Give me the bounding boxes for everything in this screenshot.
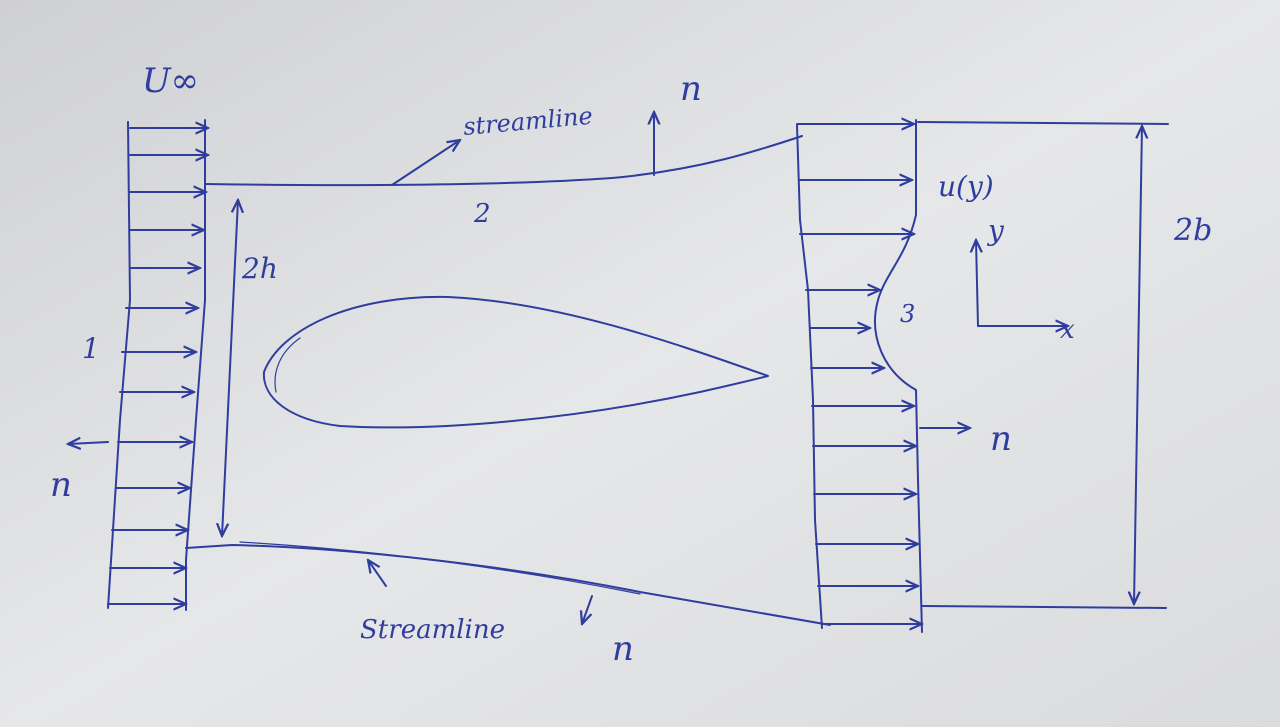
label-normal-bottom: n	[612, 629, 634, 669]
inlet-baseline	[107, 121, 131, 609]
streamline-bottom	[185, 544, 831, 626]
normal-arrow-bottom	[582, 595, 593, 624]
streamline-top-pointer	[391, 140, 460, 186]
label-section-2: 2	[473, 199, 491, 229]
label-u-of-y: u(y)	[938, 170, 994, 203]
label-u-infinity: U∞	[142, 61, 199, 101]
outer-boundary-bottom	[921, 605, 1167, 609]
dimension-2h-arrow	[222, 200, 238, 536]
outlet-baseline	[796, 124, 823, 629]
label-section-3: 3	[900, 300, 915, 328]
label-section-1: 1	[82, 332, 100, 365]
label-2b: 2b	[1173, 213, 1212, 248]
inlet-profile-edge	[185, 119, 206, 611]
outlet-velocity-profile	[874, 119, 923, 633]
label-normal-right: n	[990, 419, 1012, 459]
inlet-velocity-arrows	[107, 128, 208, 604]
streamline-top	[204, 135, 803, 187]
airfoil-nose-stroke	[274, 337, 301, 393]
label-axis-y: y	[986, 214, 1005, 247]
axis-y-arrow	[976, 240, 978, 327]
normal-arrow-left	[68, 442, 109, 444]
label-axis-x: x	[1060, 315, 1075, 345]
dimension-2b-arrow	[1134, 126, 1142, 604]
label-normal-top: n	[680, 69, 702, 109]
airfoil-outline	[262, 295, 769, 429]
outlet-velocity-arrows	[796, 124, 922, 624]
label-2h: 2h	[241, 252, 278, 285]
streamline-bottom-double	[239, 541, 641, 595]
outer-boundary-top	[917, 121, 1169, 125]
label-streamline-bottom: Streamline	[360, 615, 505, 645]
streamline-bottom-pointer	[368, 560, 387, 587]
label-normal-left: n	[50, 465, 72, 505]
